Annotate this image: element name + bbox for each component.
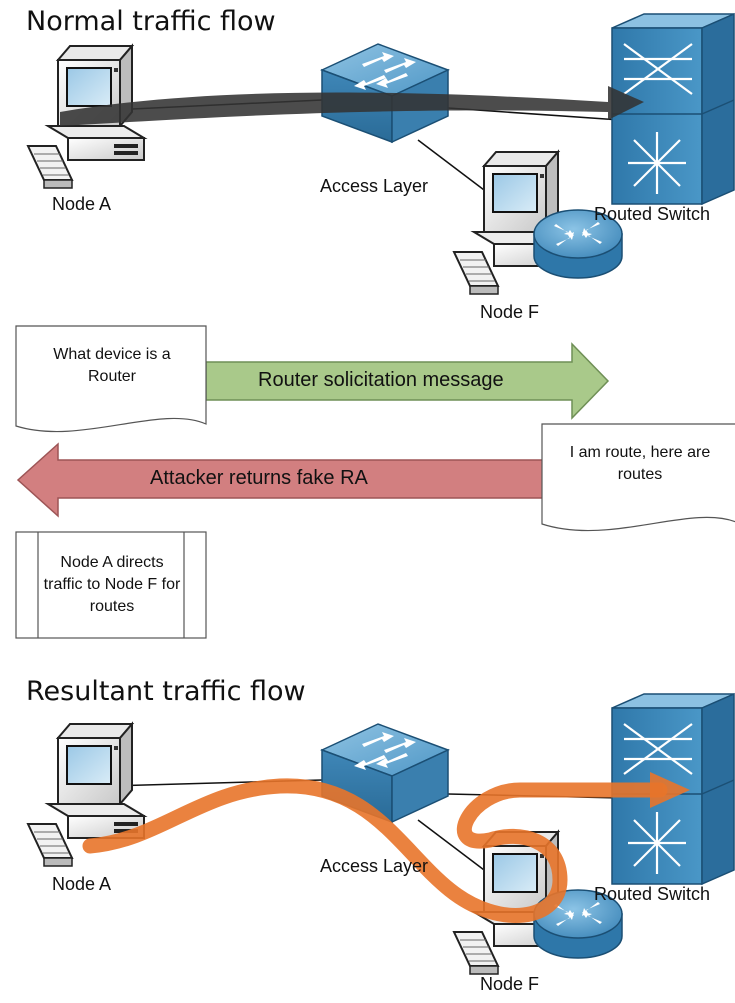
request-document-text: What device is a Router [53,346,171,385]
top-access-layer-label: Access Layer [320,176,429,196]
result-process-box [15,531,207,639]
bottom-section [27,692,735,975]
message-section [15,325,735,639]
attack-flow-path [82,778,668,923]
result-box-text: Node A directs traffic to Node F for rou… [43,554,181,615]
top-routed-switch-label: Routed Switch [594,204,711,224]
request-document-shape [15,325,207,433]
bottom-title: Resultant traffic flow [26,676,306,707]
top-node-f-label: Node F [480,302,540,322]
top-section [27,12,735,295]
attack-flow-arrowhead [650,772,690,808]
top-title: Normal traffic flow [26,6,276,37]
normal-flow-arrow [60,86,644,126]
routed-switch-icon [610,12,735,206]
reply-document-text: I am route, here are routes [569,444,711,483]
top-node-a-label: Node A [52,194,112,214]
fake-ra-arrow [16,442,546,518]
bottom-routed-switch-label: Routed Switch [594,884,711,904]
request-arrow-text: Router solicitation message [258,369,504,391]
bottom-node-f-label: Node F [480,974,540,994]
bottom-node-a-label: Node A [52,874,112,894]
reply-arrow-text: Attacker returns fake RA [150,467,368,489]
bottom-access-layer-label: Access Layer [320,856,429,876]
router-solicitation-arrow [205,342,610,420]
bottom-access-layer-switch-icon [321,723,449,823]
reply-document-shape [541,423,735,532]
link-access-nodef [417,139,493,197]
bottom-link-access-nodef [417,819,493,877]
